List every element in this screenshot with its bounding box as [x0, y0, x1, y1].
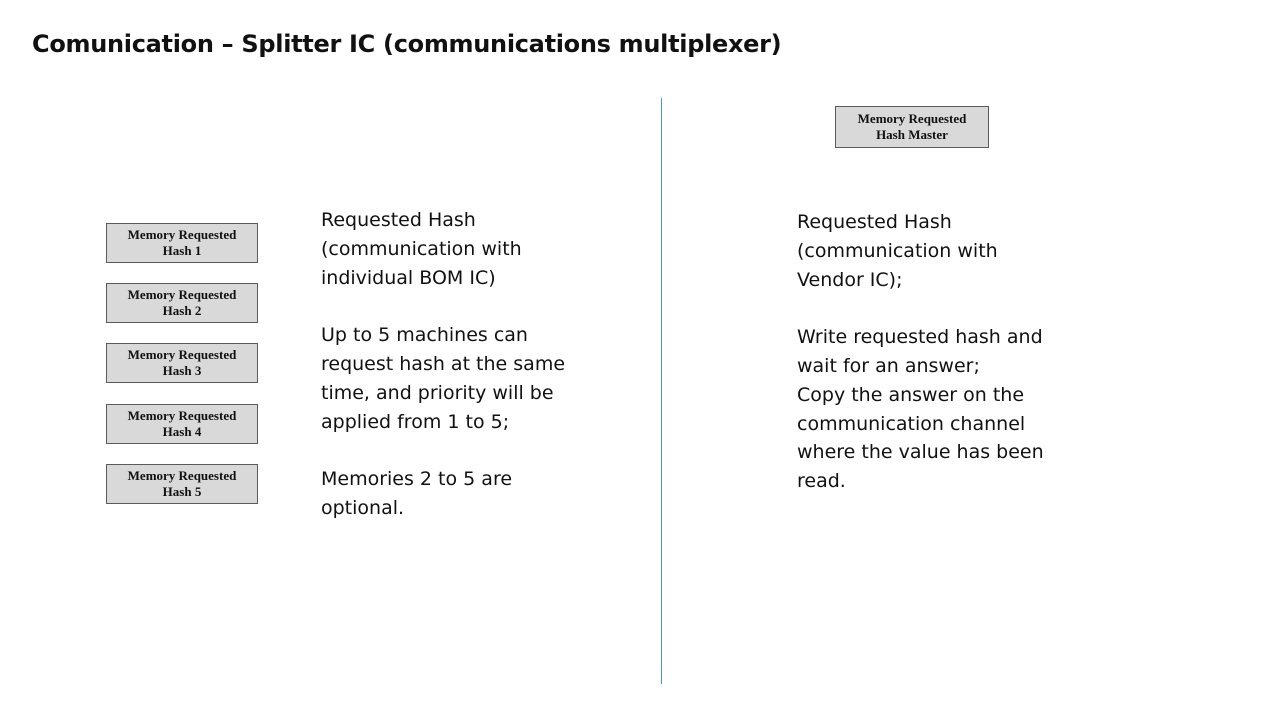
box-label-line2: Hash 5 — [162, 484, 202, 499]
box-label-line2: Hash 1 — [162, 243, 202, 258]
memory-requested-hash-2-box: Memory Requested Hash 2 — [106, 283, 258, 323]
right-paragraph-requested-hash: Requested Hash (communication with Vendo… — [797, 211, 998, 291]
box-label-line1: Memory Requested — [127, 287, 237, 302]
memory-requested-hash-master-box: Memory Requested Hash Master — [835, 106, 989, 148]
left-description: Requested Hash (communication with indiv… — [321, 206, 583, 523]
memory-requested-hash-1-box: Memory Requested Hash 1 — [106, 223, 258, 263]
column-divider — [661, 98, 662, 684]
box-label-line1: Memory Requested — [127, 347, 237, 362]
box-label-line1: Memory Requested — [857, 111, 967, 126]
box-label-line1: Memory Requested — [127, 468, 237, 483]
box-label-line2: Hash 4 — [162, 424, 202, 439]
right-paragraph-write-hash: Write requested hash and wait for an ans… — [797, 326, 1043, 377]
box-label-line2: Hash Master — [876, 127, 948, 142]
slide-title: Comunication – Splitter IC (communicatio… — [32, 30, 782, 58]
memory-requested-hash-5-box: Memory Requested Hash 5 — [106, 464, 258, 504]
box-label-line2: Hash 2 — [162, 303, 202, 318]
left-paragraph-requested-hash: Requested Hash (communication with indiv… — [321, 209, 522, 289]
memory-requested-hash-4-box: Memory Requested Hash 4 — [106, 404, 258, 444]
memory-requested-hash-3-box: Memory Requested Hash 3 — [106, 343, 258, 383]
right-paragraph-copy-answer: Copy the answer on the communication cha… — [797, 383, 1044, 493]
box-label-line1: Memory Requested — [127, 227, 237, 242]
box-label-line1: Memory Requested — [127, 408, 237, 423]
left-paragraph-optional: Memories 2 to 5 are optional. — [321, 468, 513, 519]
right-description: Requested Hash (communication with Vendo… — [797, 208, 1059, 496]
box-label-line2: Hash 3 — [162, 363, 202, 378]
left-paragraph-priority: Up to 5 machines can request hash at the… — [321, 324, 566, 433]
